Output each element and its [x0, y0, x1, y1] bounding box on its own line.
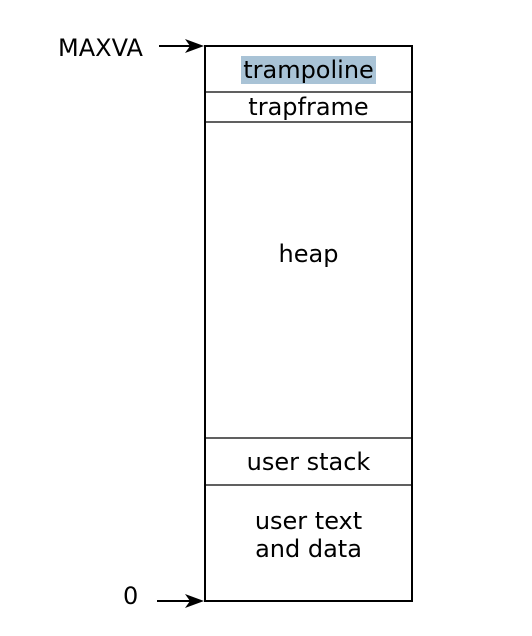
trampoline-label: trampoline [241, 55, 376, 84]
maxva-arrow [159, 39, 204, 53]
segment-user-stack: user stack [205, 438, 412, 485]
segment-trapframe: trapframe [205, 92, 412, 122]
zero-arrow [157, 594, 204, 608]
maxva-label: MAXVA [58, 34, 143, 62]
user-text-data-label: user text and data [254, 507, 363, 563]
address-space-border [204, 45, 413, 602]
segment-heap: heap [205, 122, 412, 385]
heap-label: heap [278, 239, 339, 268]
zero-label: 0 [123, 582, 139, 610]
segment-trampoline: trampoline [205, 47, 412, 92]
segment-user-text-data: user text and data [205, 485, 412, 601]
user-stack-label: user stack [246, 447, 371, 476]
trapframe-label: trapframe [248, 93, 369, 121]
